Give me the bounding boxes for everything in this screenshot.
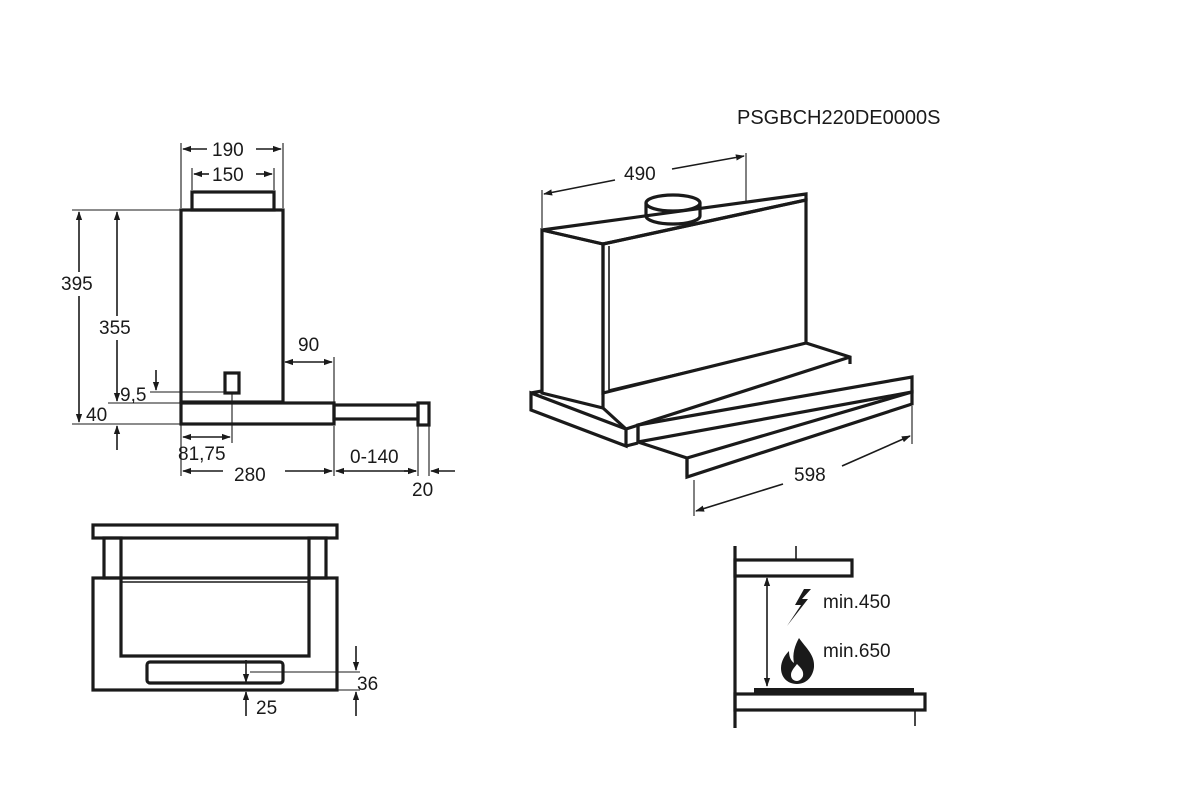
dim-20: 20	[412, 480, 433, 501]
front-body	[91, 576, 339, 692]
perspective-view: 490 598	[529, 153, 914, 516]
min-650-label: min.650	[823, 641, 891, 662]
front-left-support	[102, 536, 123, 580]
dim-25: 25	[256, 698, 277, 719]
exhaust-collar	[644, 193, 702, 213]
cooktop	[754, 688, 914, 694]
housing-side	[540, 227, 605, 411]
dim-0-140: 0-140	[350, 447, 399, 468]
front-right-support	[307, 536, 328, 580]
dim-190: 190	[212, 140, 244, 161]
dim-490: 490	[624, 164, 656, 185]
side-view: 190 150 395 355 9,5 40 81,75	[60, 140, 455, 501]
installation-view: min.450 min.650	[733, 546, 927, 728]
housing-top	[541, 192, 808, 246]
dim-395: 395	[61, 274, 93, 295]
side-chimney	[190, 190, 276, 212]
dim-90: 90	[298, 335, 319, 356]
dim-598: 598	[794, 465, 826, 486]
side-front-panel	[416, 401, 431, 427]
side-base	[179, 401, 336, 426]
dim-36: 36	[357, 674, 378, 695]
dim-355: 355	[99, 318, 131, 339]
model-code: PSGBCH220DE0000S	[737, 107, 940, 129]
dim-150: 150	[212, 165, 244, 186]
housing-front	[601, 198, 808, 396]
side-switch	[223, 371, 241, 395]
dim-81-75: 81,75	[178, 444, 226, 465]
dim-9-5: 9,5	[120, 385, 146, 406]
dim-280: 280	[234, 465, 266, 486]
front-view: 36 25	[91, 523, 378, 719]
flame-icon	[781, 638, 815, 684]
side-tray	[332, 403, 420, 421]
lightning-icon	[787, 589, 811, 626]
dim-40: 40	[86, 405, 107, 426]
front-top-plate	[91, 523, 339, 540]
min-450-label: min.450	[823, 592, 891, 613]
worktop	[733, 692, 927, 712]
installation-hood	[733, 558, 854, 578]
